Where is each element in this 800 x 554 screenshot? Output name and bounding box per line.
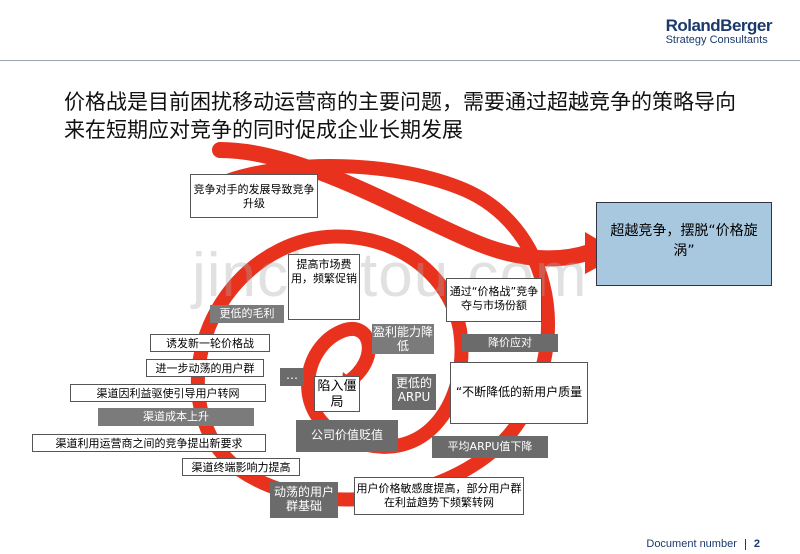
footer-separator [744,538,746,550]
label-price-sensitive: 用户价格敏感度提高，部分用户群在利益趋势下频繁转网 [354,477,524,515]
label-channel-cost: 渠道成本上升 [98,408,254,426]
label-user-base: 动荡的用户群基础 [270,482,338,518]
label-price-response: 降价应对 [462,334,558,352]
logo-sub-text: Strategy Consultants [665,34,768,46]
label-new-user-quality: “不断降低的新用户质量 [450,362,588,424]
header-divider [0,60,800,61]
slide-title: 价格战是目前困扰移动运营商的主要问题，需要通过超越竞争的策略导向来在短期应对竞争… [64,90,736,142]
label-trap: 陷入僵局 [314,376,360,412]
label-raise-cost: 提高市场费用，频繁促销 [288,254,360,320]
roland-berger-logo: RolandBerger Strategy Consultants [665,16,773,46]
label-channel-influence: 渠道终端影响力提高 [182,458,300,476]
target-box: 超越竞争，摆脱“价格旋涡” [596,202,772,286]
label-channel-guide: 渠道因利益驱使引导用户转网 [70,384,266,402]
label-volatile-users: 进一步动荡的用户群 [146,359,264,377]
footer: Document number 2 [646,538,760,550]
label-lower-arpu: 更低的ARPU [392,374,436,410]
label-channel-demand: 渠道利用运营商之间的竞争提出新要求 [32,434,266,452]
document-number-label: Document number [646,538,737,550]
label-ellipsis: … [280,368,304,386]
logo-main-text: RolandBerger [665,16,773,35]
spiral-outer-path [212,142,598,267]
label-value-down: 公司价值贬值 [296,420,398,452]
label-arpu-down: 平均ARPU值下降 [432,436,548,458]
page-number: 2 [753,538,760,550]
label-price-war-share: 通过“价格战”竞争夺与市场份额 [446,278,542,322]
label-lower-margin: 更低的毛利 [210,305,284,323]
label-profit-down: 盈利能力降低 [372,324,434,354]
label-price-war: 诱发新一轮价格战 [150,334,270,352]
label-competitor-upgrade: 竞争对手的发展导致竞争升级 [190,174,318,218]
